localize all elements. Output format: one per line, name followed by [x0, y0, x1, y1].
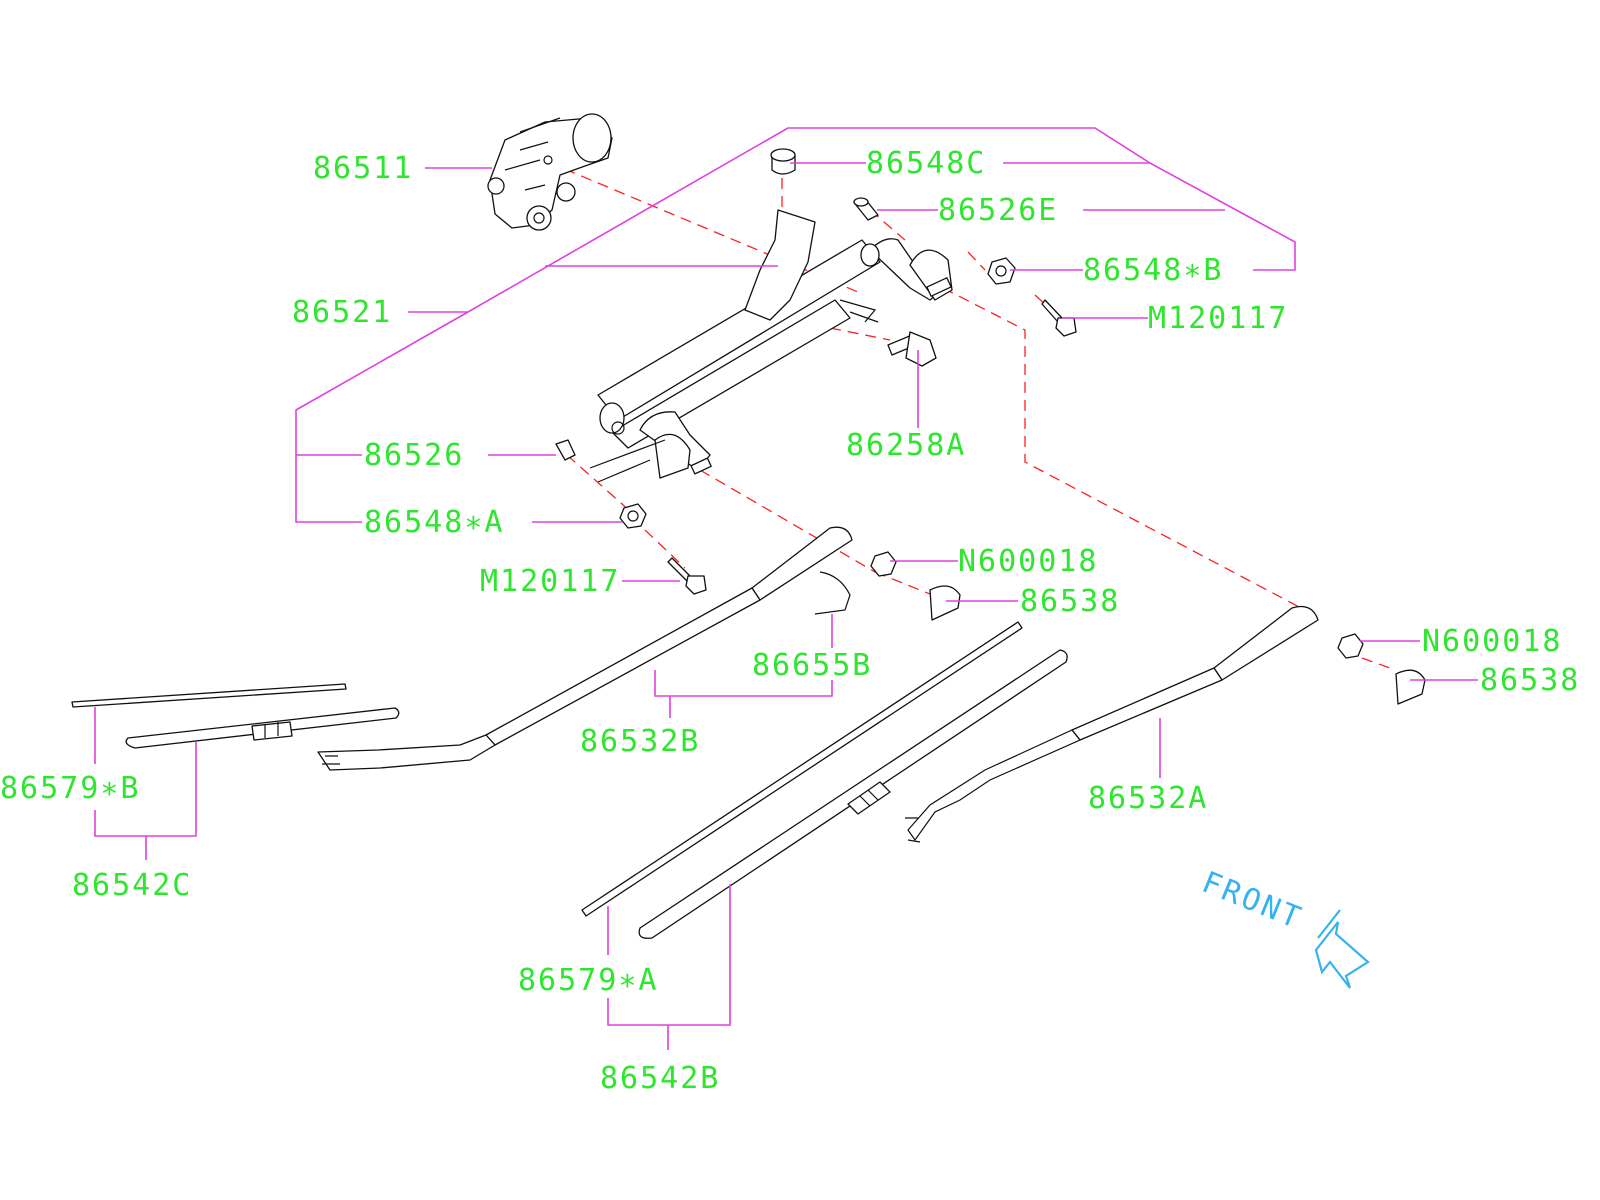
part-label-86511[interactable]: 86511	[313, 151, 413, 186]
wiper-motor-drawing	[487, 113, 613, 231]
part-label-86258a[interactable]: 86258A	[846, 428, 966, 463]
part-label-m120117-right[interactable]: M120117	[1148, 301, 1288, 336]
wiper-arm-left-drawing	[317, 526, 853, 771]
front-direction-arrow-icon	[1314, 909, 1370, 989]
leader-lines	[94, 127, 1478, 1050]
part-label-86579a[interactable]: 86579∗A	[518, 963, 658, 998]
wiper-blade-left-drawing	[71, 683, 400, 749]
screw-m120117-right-drawing	[1041, 299, 1077, 337]
cap-86538-right-drawing	[1395, 669, 1426, 705]
part-label-m120117-left[interactable]: M120117	[480, 564, 620, 599]
part-label-86542c[interactable]: 86542C	[72, 868, 192, 903]
part-label-86532b[interactable]: 86532B	[580, 724, 700, 759]
part-label-n600018-left[interactable]: N600018	[958, 544, 1098, 579]
bushing-86526e-drawing	[853, 197, 879, 221]
wiper-arm-right-drawing	[905, 605, 1319, 843]
part-label-86532a[interactable]: 86532A	[1088, 781, 1208, 816]
nut-n600018-right-drawing	[1337, 633, 1364, 659]
nut-86548b-drawing	[987, 257, 1016, 285]
nut-86548a-drawing	[619, 503, 647, 529]
part-label-86548b[interactable]: 86548∗B	[1083, 253, 1223, 288]
part-label-86538-right[interactable]: 86538	[1480, 663, 1580, 698]
part-label-86542b[interactable]: 86542B	[600, 1061, 720, 1096]
part-label-86521[interactable]: 86521	[292, 295, 392, 330]
nut-n600018-left-drawing	[870, 551, 897, 577]
wiper-blade-center-drawing	[581, 621, 1068, 939]
cap-86526-drawing	[555, 439, 576, 461]
cap-86538-left-drawing	[929, 585, 961, 621]
part-label-n600018-right[interactable]: N600018	[1422, 624, 1562, 659]
part-label-86655b[interactable]: 86655B	[752, 648, 872, 683]
front-orientation: FRONT	[1197, 865, 1370, 989]
bolt-86258a-drawing	[887, 331, 937, 367]
linkage-frame-drawing	[589, 209, 953, 483]
part-label-86579b[interactable]: 86579∗B	[0, 771, 140, 806]
front-label: FRONT	[1197, 865, 1308, 937]
part-labels: 86511 86548C 86526E 86548∗B M120117 8652…	[0, 146, 1580, 1096]
grommet-86548c-drawing	[770, 148, 796, 175]
part-label-86538-left[interactable]: 86538	[1020, 584, 1120, 619]
part-label-86526[interactable]: 86526	[364, 438, 464, 473]
part-label-86548c[interactable]: 86548C	[866, 146, 986, 181]
part-label-86548a[interactable]: 86548∗A	[364, 505, 504, 540]
part-label-86526e[interactable]: 86526E	[938, 193, 1058, 228]
screw-m120117-left-drawing	[667, 557, 707, 595]
